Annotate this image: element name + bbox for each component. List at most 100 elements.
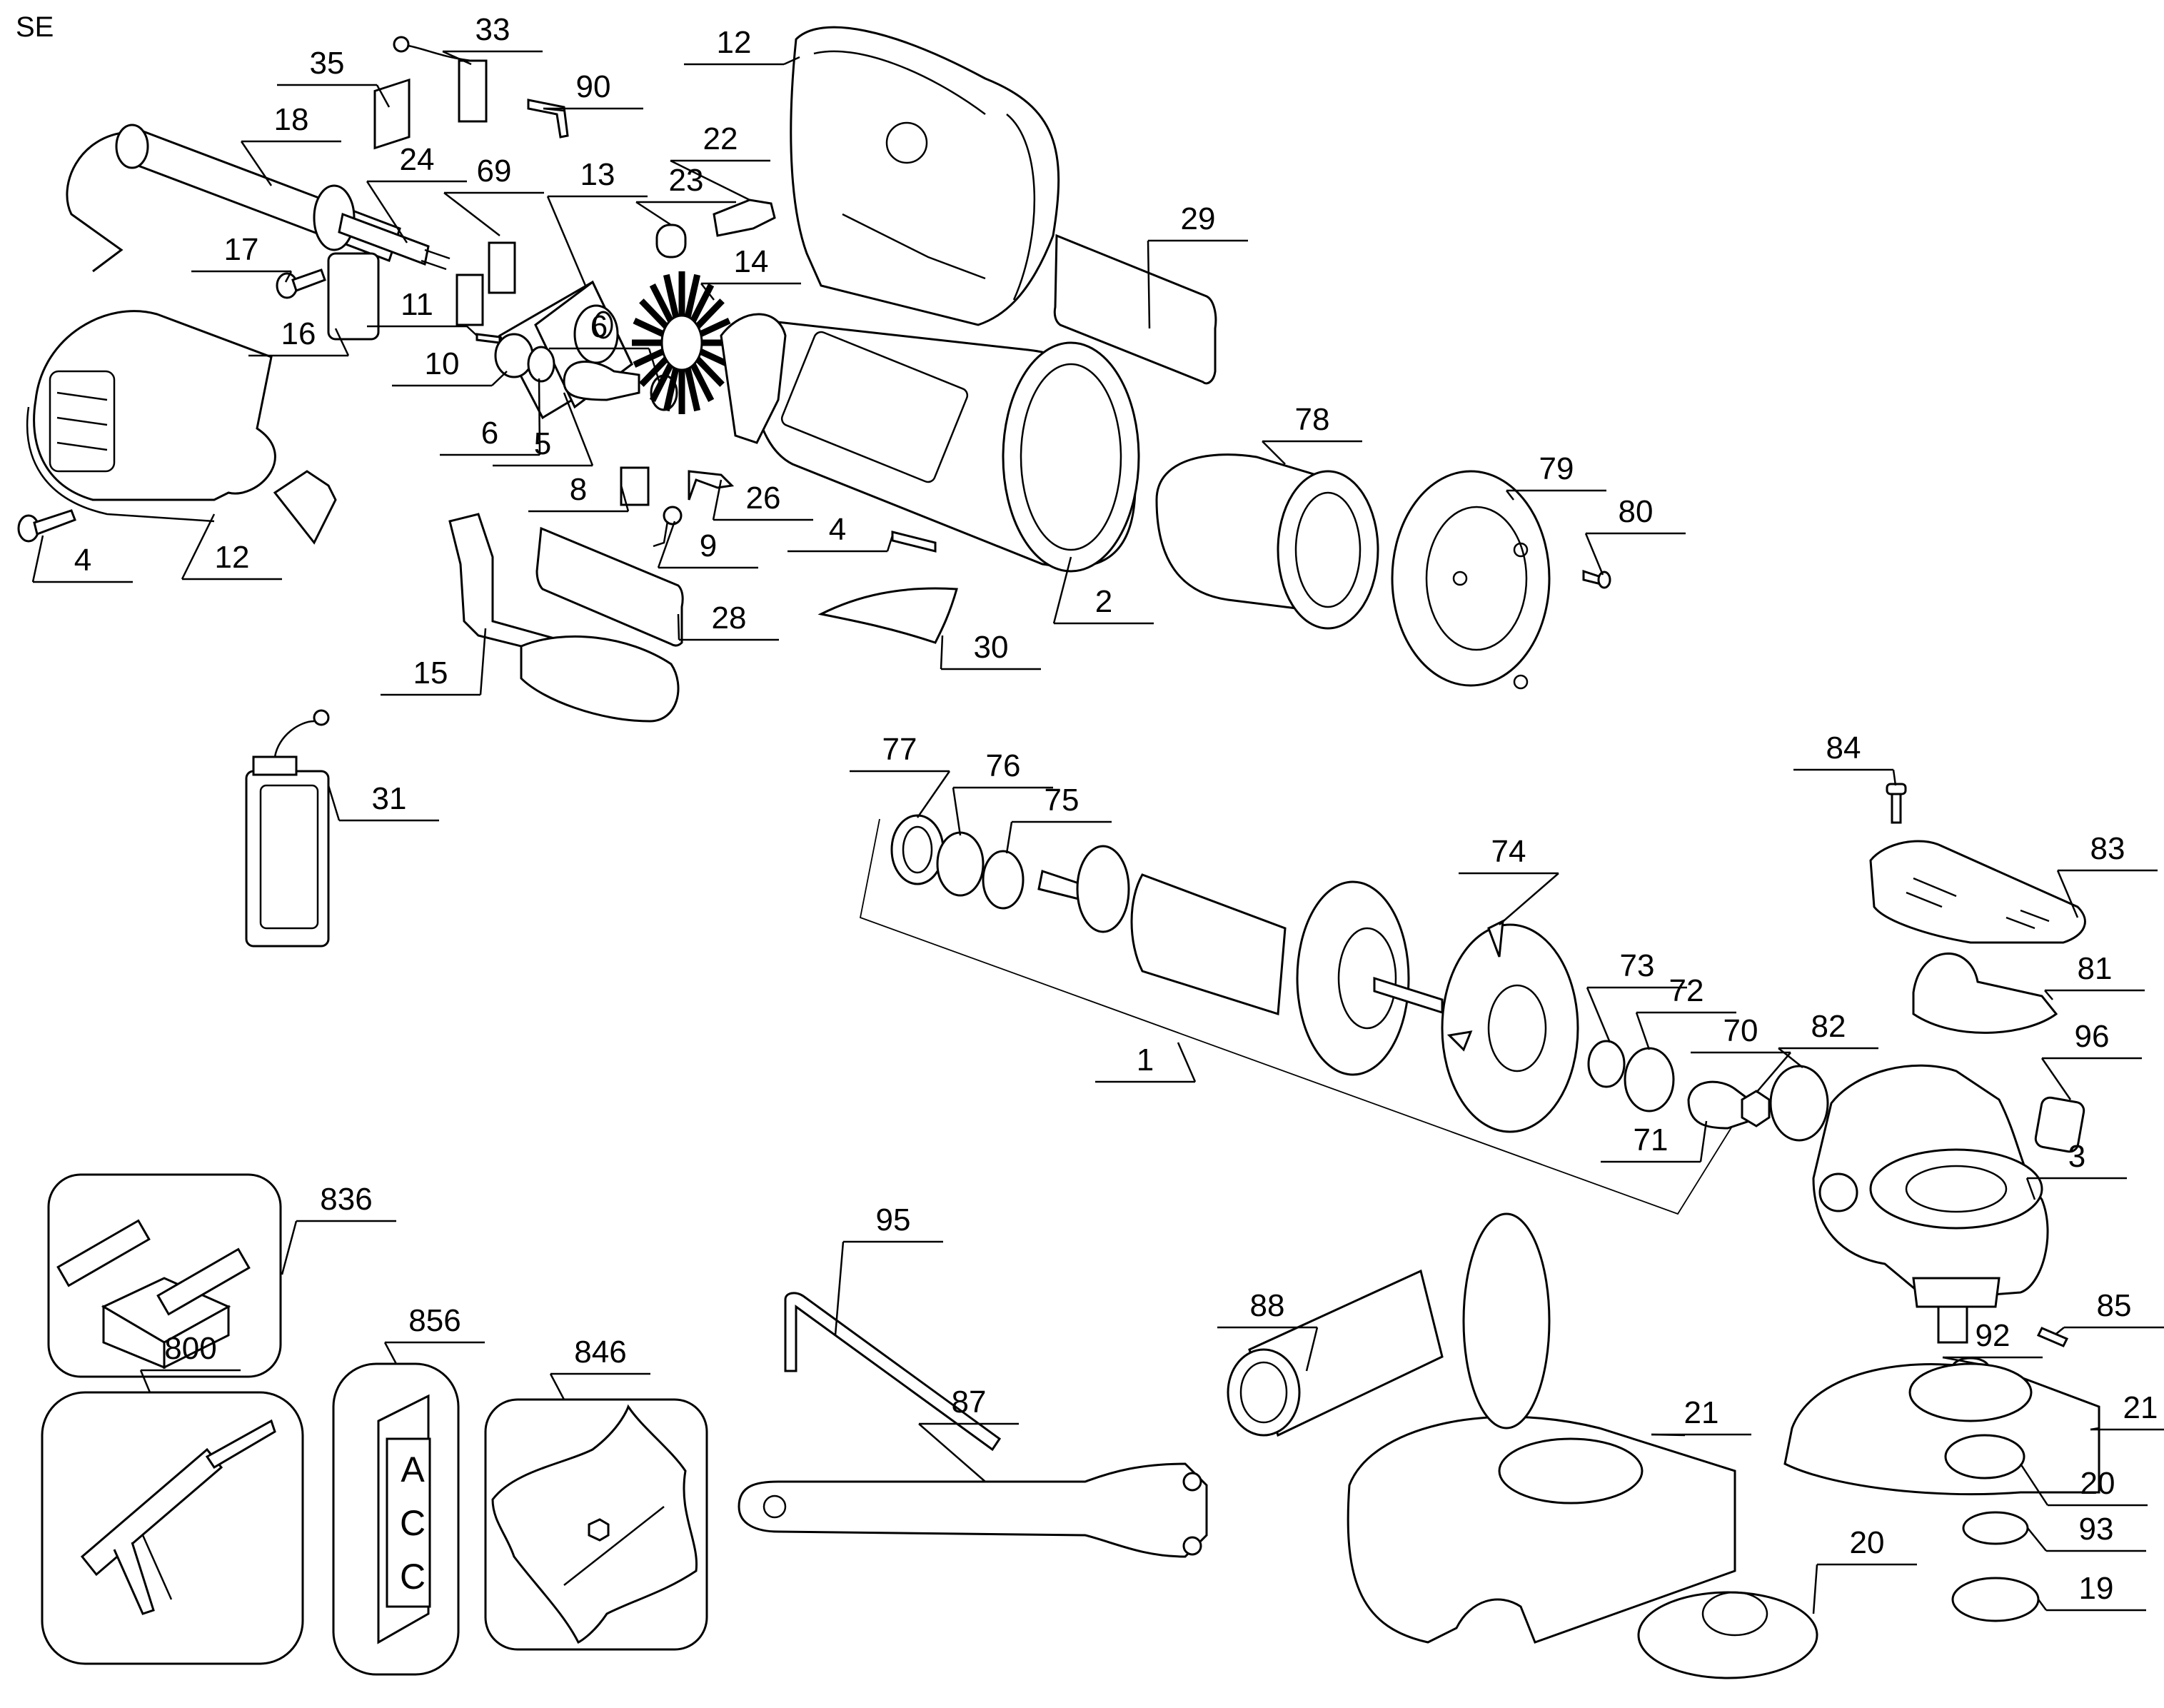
housing-12-left-drawing (26, 310, 276, 523)
part-label-14: 14 (733, 244, 769, 279)
tag-letter-a: A (401, 1450, 425, 1490)
leader-line (1699, 1120, 1708, 1162)
part-label-31: 31 (371, 781, 407, 816)
leader-line (2056, 870, 2079, 918)
armature-1-drawing (859, 814, 1743, 1215)
leader-line (466, 326, 478, 336)
part-label-78: 78 (1294, 402, 1330, 437)
button-96-drawing (2034, 1096, 2085, 1153)
part-label-8: 8 (569, 472, 588, 507)
part-label-75: 75 (1044, 783, 1080, 818)
spring-23-drawing (655, 223, 687, 258)
part-label-93: 93 (2078, 1512, 2114, 1547)
leader-line (2037, 1599, 2048, 1611)
leader-line (2090, 1427, 2100, 1431)
fan-hub (660, 314, 703, 371)
part-label-95: 95 (875, 1202, 911, 1237)
leader-line (1506, 490, 1514, 501)
leader-line (677, 613, 680, 640)
screw-4a-drawing (17, 509, 76, 543)
part-label-35: 35 (309, 46, 345, 81)
leader-line (2044, 990, 2053, 1000)
part-label-83: 83 (2090, 831, 2125, 866)
part-label-79: 79 (1539, 451, 1574, 486)
part-label-29: 29 (1180, 201, 1216, 236)
part-label-73: 73 (1619, 948, 1655, 983)
part-label-10: 10 (424, 346, 460, 381)
leader-line (940, 635, 944, 670)
guard-21b-drawing (1783, 1362, 2100, 1496)
brush-lead-33-drawing (393, 36, 488, 123)
leader-line (443, 192, 500, 236)
leader-line (1147, 240, 1151, 329)
leader-line (952, 787, 962, 836)
part-label-9: 9 (699, 528, 718, 563)
clip-90-drawing (527, 99, 569, 139)
leader-line (2040, 1058, 2072, 1100)
leader-line (1942, 1356, 1978, 1365)
cap-10-drawing (494, 333, 534, 378)
leader-line (240, 141, 273, 186)
leader-line (442, 50, 472, 66)
leader-line (2019, 1463, 2049, 1506)
tag-856-drawing (377, 1394, 431, 1644)
leader-line (139, 1370, 151, 1393)
leader-line (538, 378, 541, 456)
part-label-21a: 21 (1684, 1395, 1719, 1430)
part-label-70: 70 (1723, 1013, 1758, 1048)
part-label-23: 23 (668, 163, 704, 198)
part-label-800: 800 (164, 1331, 217, 1366)
leader-line (670, 159, 750, 201)
guard-21a-drawing (1347, 1415, 1736, 1644)
leader-line (1892, 769, 1897, 786)
fan-blade (683, 361, 701, 412)
side-handle-88-drawing (1227, 1212, 1551, 1437)
leader-line (2027, 1527, 2047, 1552)
hex-key-95-drawing (784, 1292, 1002, 1452)
leader-line (1052, 556, 1072, 624)
part-label-96: 96 (2074, 1019, 2110, 1054)
tag-letter-c2: C (400, 1557, 426, 1597)
o-ring-93-drawing (1962, 1511, 2029, 1545)
leader-line (916, 770, 951, 818)
part-label-15: 15 (413, 655, 448, 690)
part-label-81: 81 (2077, 951, 2113, 986)
leader-line (783, 56, 800, 66)
part-label-26: 26 (745, 481, 781, 516)
part-label-82: 82 (1811, 1009, 1846, 1044)
module-31-drawing (245, 709, 330, 948)
part-label-84: 84 (1826, 730, 1861, 765)
part-label-72: 72 (1669, 973, 1704, 1008)
flange-20a-drawing (1944, 1434, 2025, 1480)
leader-line (31, 535, 44, 583)
flange-20b-drawing (1637, 1591, 1818, 1679)
nut-70-drawing (1741, 1090, 1771, 1127)
part-label-85: 85 (2096, 1288, 2132, 1323)
leader-line (181, 513, 216, 580)
part-label-1: 1 (1136, 1043, 1154, 1077)
part-label-88: 88 (1249, 1288, 1285, 1323)
part-label-856: 856 (408, 1303, 461, 1338)
leader-line (1586, 987, 1611, 1043)
leader-lines (31, 50, 2164, 1614)
leader-line (635, 201, 672, 226)
leader-line (284, 271, 293, 283)
cover-83-drawing (1869, 840, 2086, 944)
leader-line (334, 328, 350, 356)
part-label-21b: 21 (2123, 1390, 2158, 1425)
leader-line (657, 521, 676, 568)
part-label-33: 33 (475, 12, 510, 47)
leader-line (1635, 1012, 1651, 1050)
plunger-22-drawing (713, 199, 776, 237)
leader-line (1499, 873, 1559, 925)
clip-26-drawing (688, 470, 735, 501)
spring-9-drawing (653, 506, 683, 548)
leader-line (549, 1373, 565, 1400)
leader-line (1812, 1564, 1818, 1614)
leader-line (1305, 1327, 1319, 1372)
leader-line (834, 1241, 845, 1336)
leader-line (563, 392, 594, 466)
label-28-drawing (535, 526, 684, 647)
leader-line (491, 371, 508, 386)
